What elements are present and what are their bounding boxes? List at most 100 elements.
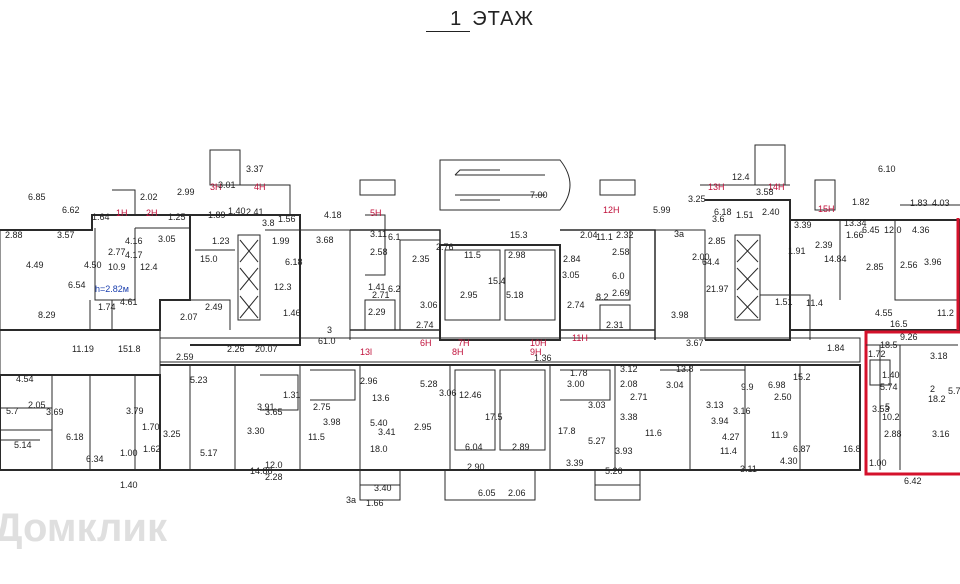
- dimension-label: 2.69: [612, 288, 630, 298]
- dimension-label: 3.06: [420, 300, 438, 310]
- dimension-label: 6.2: [388, 284, 401, 294]
- unit-label: 13l: [360, 347, 372, 357]
- unit-label: 5Н: [370, 208, 382, 218]
- watermark: Домклик: [0, 506, 168, 550]
- dimension-label: 3.98: [671, 310, 689, 320]
- room-number: 5: [885, 402, 890, 412]
- dimension-label: 1.66: [366, 498, 384, 508]
- unit-label: 8Н: [452, 347, 464, 357]
- dimension-label: 2.32: [616, 230, 634, 240]
- dimension-label: 3.57: [57, 230, 75, 240]
- dimension-label: 3.94: [711, 416, 729, 426]
- dimension-label: 2.74: [567, 300, 585, 310]
- dimension-label: 1.40: [120, 480, 138, 490]
- unit-label: 14Н: [768, 182, 785, 192]
- dimension-label: 3.05: [562, 270, 580, 280]
- dimension-label: 1.91: [788, 246, 806, 256]
- dimension-label: 1.36: [534, 353, 552, 363]
- dimension-label: 4.17: [125, 250, 143, 260]
- dimension-label: 1.89: [208, 210, 226, 220]
- dimension-label: 10.9: [108, 262, 126, 272]
- dimension-label: 15.2: [793, 372, 811, 382]
- dimension-label: 11.5: [308, 432, 325, 442]
- dimension-label: 21.97: [706, 284, 729, 294]
- room-number: 2: [930, 384, 935, 394]
- dimension-label: 12.4: [140, 262, 158, 272]
- dimension-label: 1.51: [736, 210, 754, 220]
- dimension-label: 11.4: [806, 298, 823, 308]
- dimension-label: 3.11: [370, 229, 387, 239]
- dimension-label: 2.95: [460, 290, 478, 300]
- dimension-label: 15.4: [488, 276, 506, 286]
- dimension-label: 3.11: [740, 464, 757, 474]
- dimension-label: 2.76: [436, 242, 454, 252]
- dimension-label: 6.0: [612, 271, 625, 281]
- dimension-label: 1.83: [910, 198, 928, 208]
- dimension-label: 13.6: [372, 393, 390, 403]
- dimension-label: 3.39: [794, 220, 812, 230]
- dimension-label: 12.46: [459, 390, 482, 400]
- dimension-label: 11.1: [596, 232, 613, 242]
- dimension-label: 64.4: [702, 257, 720, 267]
- dimension-label: 2.75: [313, 402, 331, 412]
- dimension-label: 3.13: [706, 400, 724, 410]
- dimension-label: 3.41: [378, 427, 396, 437]
- dimension-label: 1.78: [570, 368, 588, 378]
- dimension-label: 1.66: [846, 230, 864, 240]
- unit-label: 6Н: [420, 338, 432, 348]
- dimension-label: 5.18: [506, 290, 524, 300]
- dimension-label: 5.40: [370, 418, 388, 428]
- dimension-label: 3.30: [247, 426, 265, 436]
- dimension-label: 1.51: [775, 297, 793, 307]
- dimension-label: 2.49: [205, 302, 223, 312]
- apartment-dimension: 2.88: [884, 429, 902, 439]
- dimension-label: 3.38: [620, 412, 638, 422]
- dimension-label: 6.18: [285, 257, 303, 267]
- dimension-label: 5.26: [605, 466, 623, 476]
- dimension-label: 6.87: [793, 444, 811, 454]
- dimension-label: 4.03: [0, 0, 18, 2]
- dimension-label: 11.2: [937, 308, 954, 318]
- dimension-label: 6.45: [862, 225, 880, 235]
- unit-label: 1Н: [116, 208, 128, 218]
- apartment-dimension: 5.74: [880, 382, 898, 392]
- dimension-label: 1.31: [283, 390, 301, 400]
- dimension-label: 2.56: [900, 260, 918, 270]
- dimension-label: 1.37: [0, 0, 18, 2]
- dimension-label: 151.8: [118, 344, 141, 354]
- dimension-label: 2.84: [563, 254, 581, 264]
- dimension-label: 6.54: [68, 280, 86, 290]
- dimension-label: 4.36: [912, 225, 930, 235]
- dimension-label: 3а: [346, 495, 356, 505]
- dimension-label: 4.30: [780, 456, 798, 466]
- dimension-label: 12.0: [265, 460, 283, 470]
- dimension-label: 14.86: [250, 466, 273, 476]
- dimension-label: 3.04: [666, 380, 684, 390]
- dimension-label: 2.06: [508, 488, 526, 498]
- dimension-label: 3.67: [686, 338, 704, 348]
- dimension-label: 4.27: [722, 432, 740, 442]
- dimension-label: 1.56: [278, 214, 296, 224]
- dimension-label: 2.50: [774, 392, 792, 402]
- dimension-label: 6.05: [478, 488, 496, 498]
- dimension-label: 2.29: [368, 307, 386, 317]
- dimension-label: 2.89: [512, 442, 530, 452]
- dimension-label: 6.62: [62, 205, 80, 215]
- dimension-label: 3.06: [439, 388, 457, 398]
- dimension-label: 20.07: [255, 344, 278, 354]
- dimension-label: 14.84: [824, 254, 847, 264]
- dimension-label: 2.74: [416, 320, 434, 330]
- dimension-label: 2.28: [265, 472, 283, 482]
- apartment-dimension: 3.53: [872, 404, 890, 414]
- dimension-label: 9.9: [741, 382, 754, 392]
- dimension-label: 16.8: [843, 444, 861, 454]
- highlighted-apartment[interactable]: [864, 218, 960, 476]
- dimension-label: 4.18: [324, 210, 342, 220]
- dimension-label: 2.02: [140, 192, 158, 202]
- dimension-label: 12.3: [274, 282, 292, 292]
- dimension-label: 2.71: [630, 392, 648, 402]
- apartment-dimension: 3.18: [930, 351, 948, 361]
- dimension-label: 1.99: [272, 236, 290, 246]
